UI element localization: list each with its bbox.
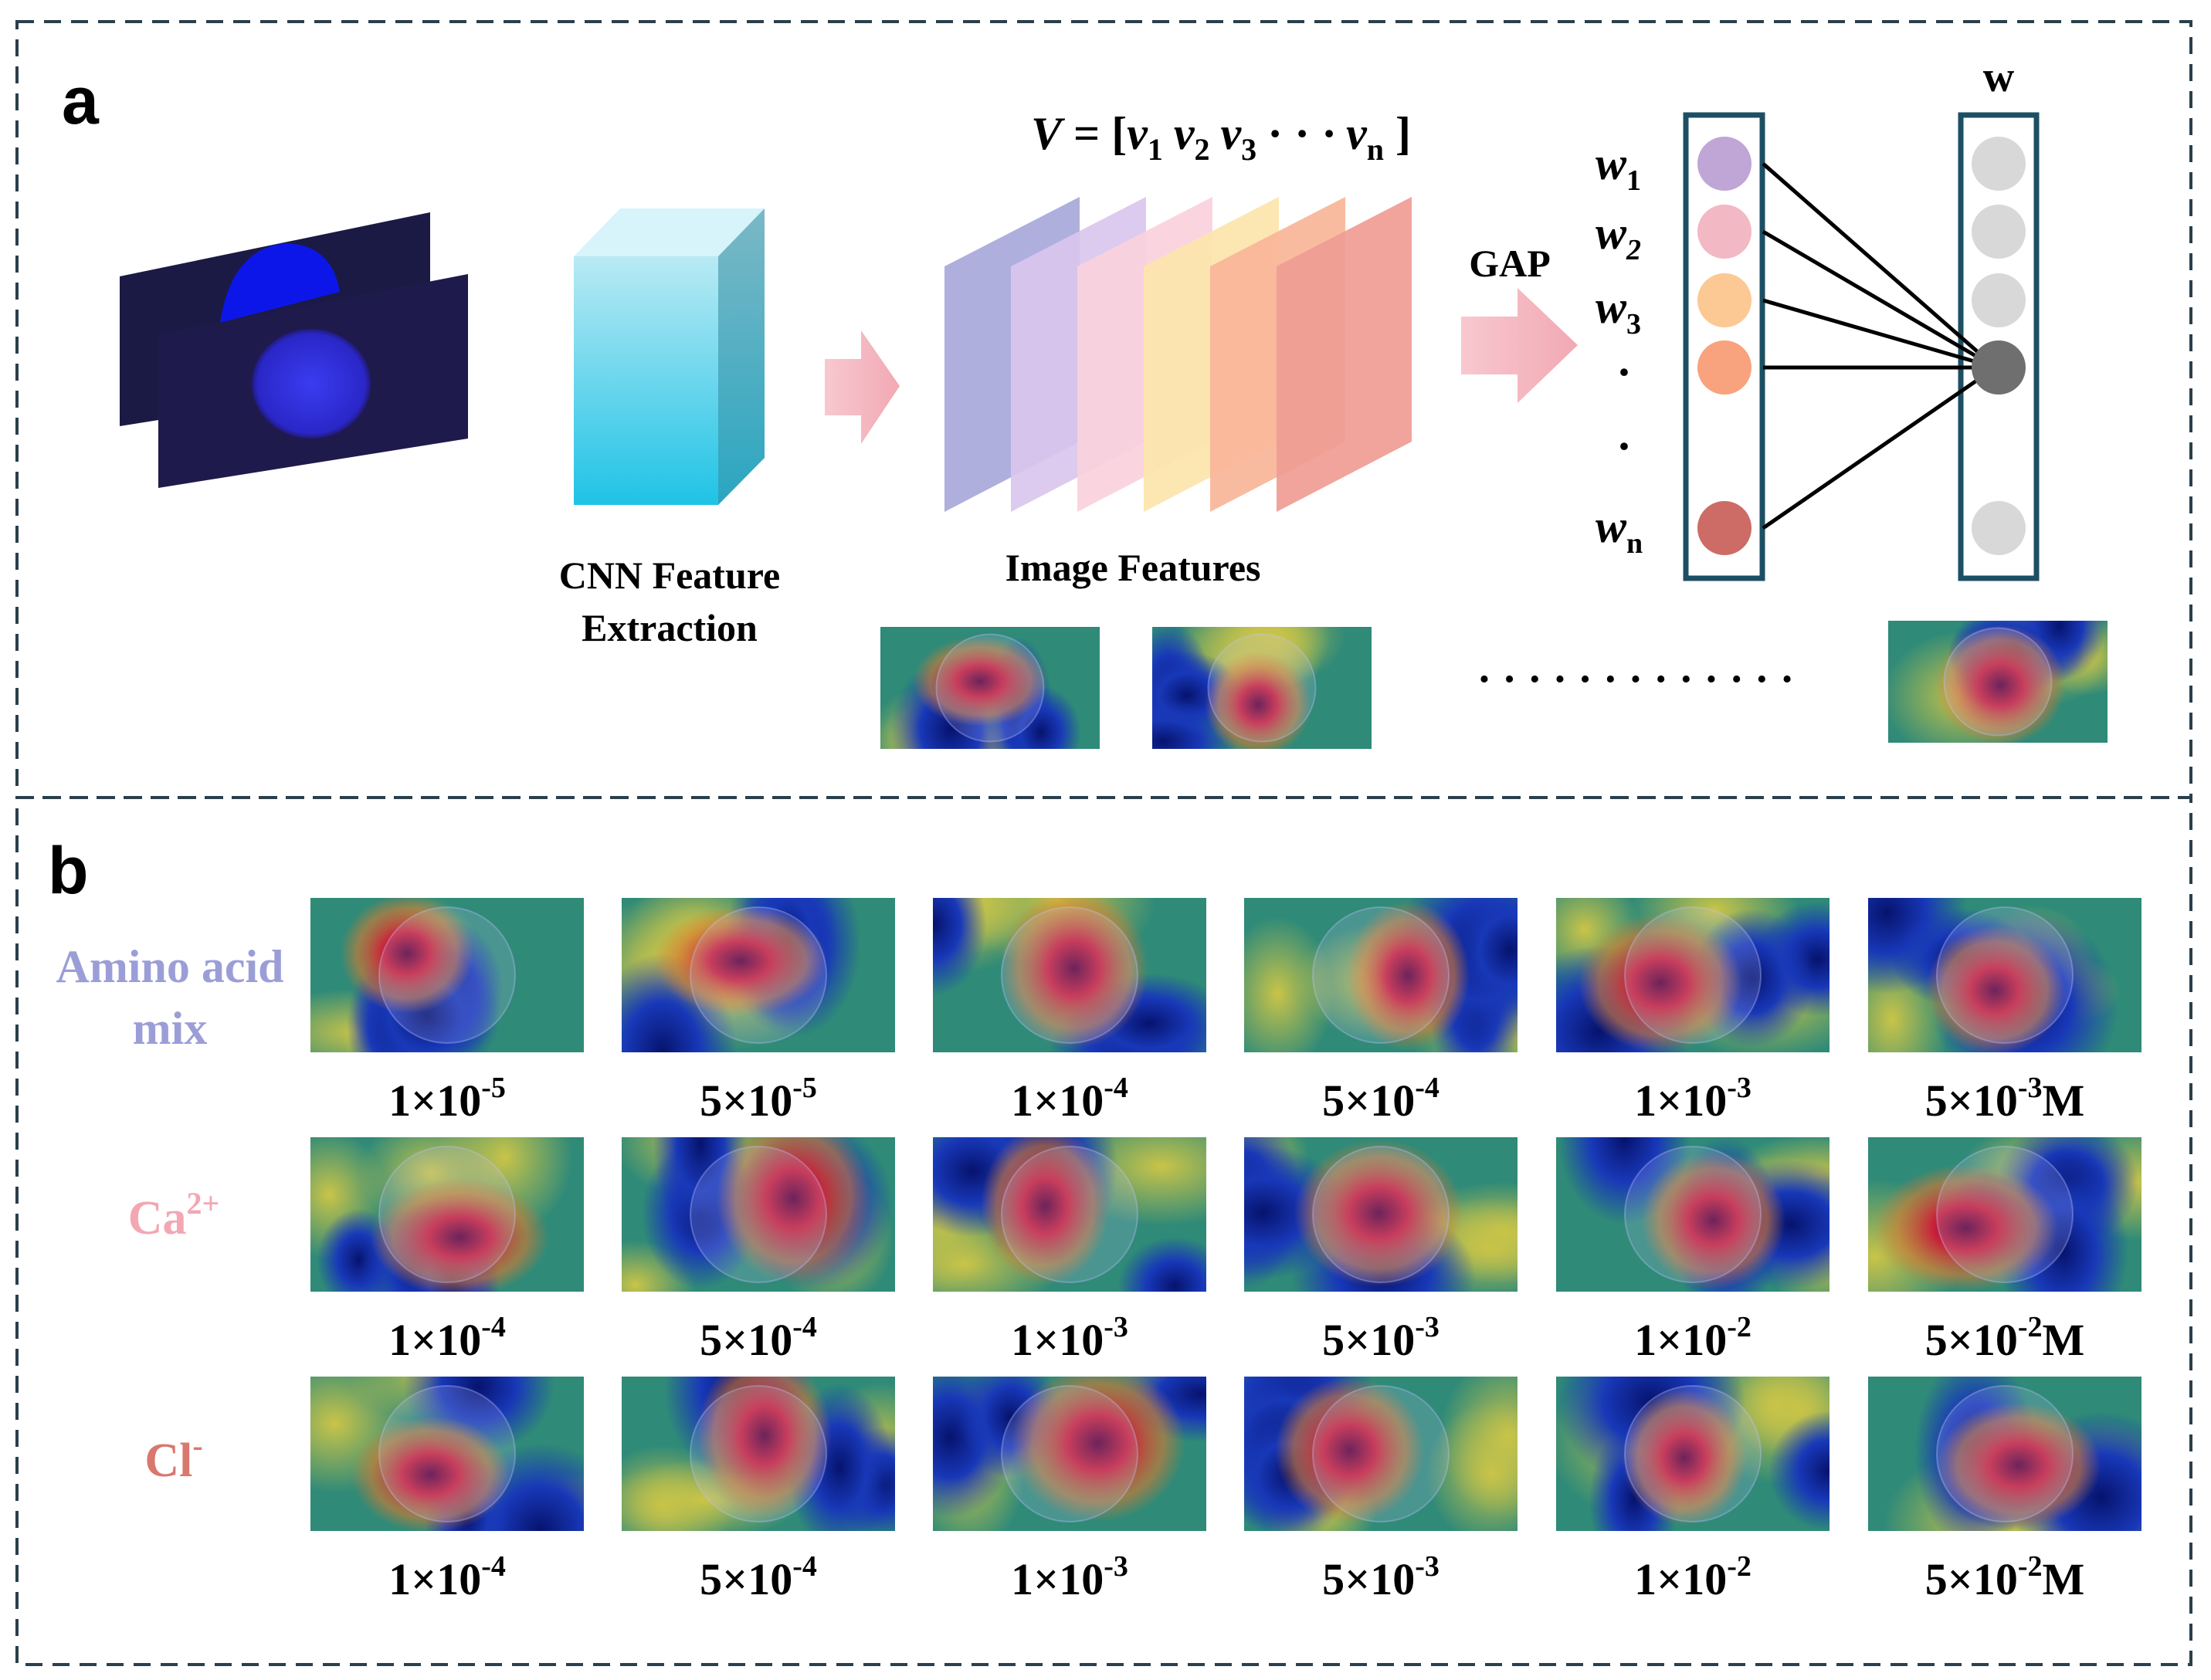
concentration-label: 1×10-4 bbox=[388, 1311, 506, 1365]
weight-edge bbox=[1762, 298, 1996, 370]
weight-label-wn: wn bbox=[1596, 501, 1643, 560]
input-node bbox=[1697, 340, 1752, 395]
concentration-label: 5×10-3M bbox=[1925, 1072, 2084, 1126]
panel-b-letter: b bbox=[48, 834, 89, 908]
concentration-label: 1×10-2 bbox=[1634, 1550, 1752, 1604]
input-node bbox=[1697, 273, 1752, 327]
heatmap-thumbnail bbox=[622, 1137, 895, 1292]
heatmap-thumbnail bbox=[1556, 1137, 1830, 1292]
heatmap-thumbnail bbox=[622, 1377, 895, 1531]
heatmap-thumbnail bbox=[1868, 1377, 2141, 1531]
heatmap-thumbnail bbox=[1888, 621, 2108, 743]
concentration-label: 5×10-5 bbox=[700, 1072, 817, 1126]
panel-b-frame bbox=[15, 796, 2192, 1666]
concentration-label: 5×10-2M bbox=[1925, 1311, 2084, 1365]
weight-connections bbox=[1762, 162, 1997, 530]
cnn-label-line2: Extraction bbox=[582, 606, 758, 649]
output-node bbox=[1972, 205, 2026, 259]
row-label-amino-acid: Amino acid bbox=[56, 941, 283, 992]
heatmap-thumbnail bbox=[1244, 898, 1518, 1052]
heatmap-thumbnail bbox=[1868, 1137, 2141, 1292]
weight-label-w3: w3 bbox=[1596, 282, 1641, 340]
concentration-label: 5×10-4 bbox=[700, 1311, 817, 1365]
output-nodes bbox=[1972, 137, 2026, 555]
heatmap-thumbnail bbox=[1556, 898, 1830, 1052]
cnn-label-line1: CNN Feature bbox=[559, 554, 781, 597]
row-label-amino-acid: mix bbox=[133, 1003, 208, 1054]
concentration-label: 1×10-4 bbox=[1011, 1072, 1128, 1126]
gap-label: GAP bbox=[1469, 242, 1551, 285]
row-label-chloride: Cl- bbox=[144, 1428, 202, 1487]
image-features-label: Image Features bbox=[1005, 546, 1261, 589]
heatmap-thumbnail bbox=[310, 1137, 584, 1292]
concentration-label: 5×10-3 bbox=[1322, 1550, 1440, 1604]
heatmap-thumbnail bbox=[1244, 1137, 1518, 1292]
concentration-label: 5×10-4 bbox=[1322, 1072, 1440, 1126]
weight-edge bbox=[1762, 229, 1997, 370]
heatmap-thumbnail bbox=[310, 1377, 584, 1531]
gap-arrow bbox=[1461, 288, 1578, 403]
panel-a-letter: a bbox=[62, 64, 100, 138]
weight-label-w1: w1 bbox=[1596, 138, 1641, 197]
heatmap-thumbnail bbox=[310, 898, 584, 1052]
concentration-label: 1×10-4 bbox=[388, 1550, 506, 1604]
concentration-label: 1×10-2 bbox=[1634, 1311, 1752, 1365]
weight-edge bbox=[1762, 365, 1997, 530]
concentration-label: 5×10-2M bbox=[1925, 1550, 2084, 1604]
row-label-calcium: Ca2+ bbox=[128, 1186, 220, 1245]
output-node bbox=[1972, 501, 2026, 555]
feature-map bbox=[1277, 197, 1412, 512]
thumbnail-ellipsis: · · · · · · · · · · · · · bbox=[1477, 655, 1795, 703]
input-node bbox=[1697, 205, 1752, 259]
heatmap-thumbnail bbox=[933, 1137, 1206, 1292]
ellipsis-dot: · bbox=[1616, 347, 1632, 398]
concentration-label: 5×10-3 bbox=[1322, 1311, 1440, 1365]
input-node bbox=[1697, 137, 1752, 191]
input-nodes bbox=[1697, 137, 1752, 555]
heatmap-thumbnail bbox=[1152, 627, 1372, 749]
input-node-column bbox=[1683, 112, 1765, 581]
w-vector-label: w bbox=[1983, 53, 2015, 101]
heatmap-grid bbox=[310, 898, 2141, 1531]
concentration-label: 5×10-4 bbox=[700, 1550, 817, 1604]
weight-labels: w1 w2 w3 · · wn bbox=[1596, 138, 1643, 560]
heatmap-thumbnail bbox=[1868, 898, 2141, 1052]
concentration-label: 1×10-3 bbox=[1011, 1311, 1128, 1365]
weight-label-w2: w2 bbox=[1596, 208, 1641, 266]
output-node bbox=[1972, 137, 2026, 191]
heatmap-thumbnail bbox=[933, 898, 1206, 1052]
heatmap-thumbnail bbox=[1244, 1377, 1518, 1531]
arrow-right-1 bbox=[825, 330, 900, 444]
concentration-labels: 1×10-5 5×10-5 1×10-4 5×10-4 1×10-3 5×10-3M 1×1… bbox=[388, 1072, 2084, 1604]
cnn-feature-extractor bbox=[574, 208, 765, 505]
class-activation-thumbnails bbox=[880, 621, 2108, 749]
input-node bbox=[1697, 501, 1752, 555]
concentration-label: 1×10-5 bbox=[388, 1072, 506, 1126]
concentration-label: 1×10-3 bbox=[1634, 1072, 1752, 1126]
heatmap-thumbnail bbox=[622, 898, 895, 1052]
input-images bbox=[120, 212, 468, 488]
output-node bbox=[1972, 273, 2026, 327]
heatmap-thumbnail bbox=[880, 627, 1100, 749]
heatmap-thumbnail bbox=[1556, 1377, 1830, 1531]
weight-edge bbox=[1762, 162, 1997, 369]
ellipsis-dot: · bbox=[1616, 421, 1632, 472]
output-node bbox=[1972, 340, 2026, 395]
feature-maps bbox=[944, 197, 1412, 512]
concentration-label: 1×10-3 bbox=[1011, 1550, 1128, 1604]
heatmap-thumbnail bbox=[933, 1377, 1206, 1531]
